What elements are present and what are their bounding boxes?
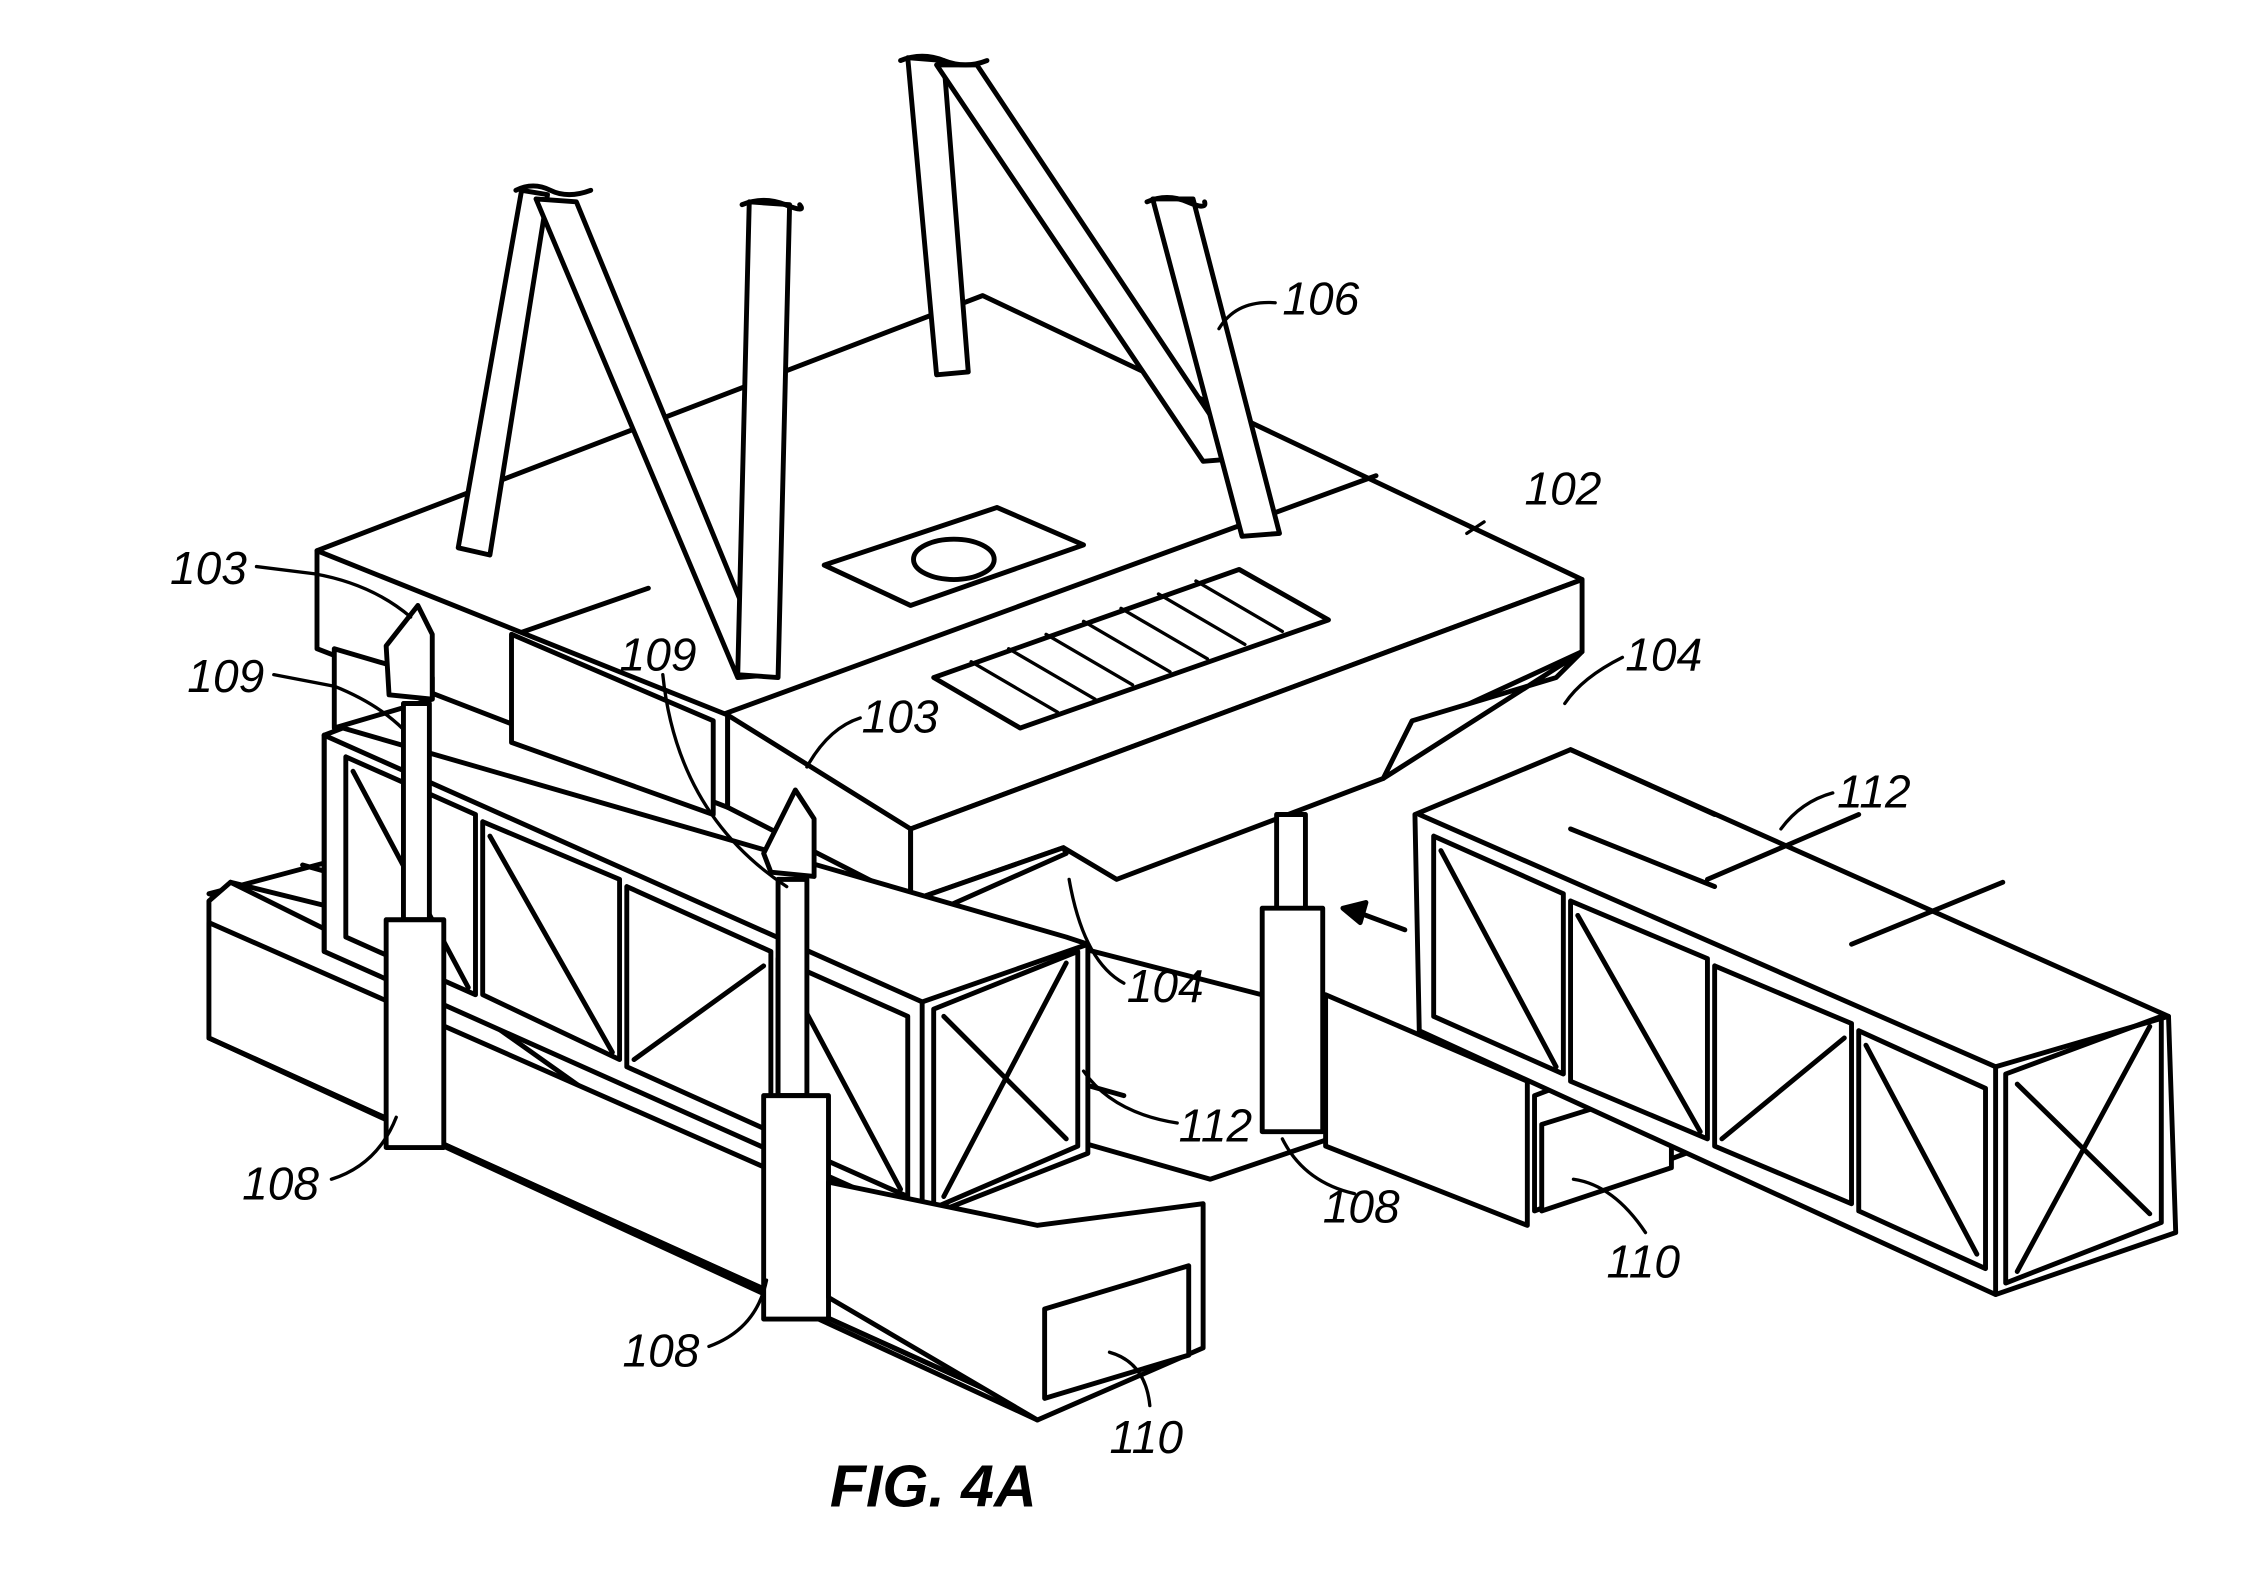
label-108-left: 108 bbox=[242, 1157, 319, 1209]
lower-box-110 bbox=[826, 1179, 1206, 1423]
right-truss bbox=[1340, 747, 2179, 1298]
jacks bbox=[383, 603, 1326, 1322]
left-truss bbox=[321, 725, 1091, 1221]
label-110-bottom: 110 bbox=[1109, 1411, 1183, 1463]
label-103-center: 103 bbox=[862, 690, 939, 742]
label-109-center: 109 bbox=[620, 628, 697, 680]
figure-caption: FIG. 4A bbox=[830, 1453, 1037, 1519]
label-103-left: 103 bbox=[170, 542, 247, 594]
label-108-right: 108 bbox=[1323, 1180, 1400, 1232]
label-112-right: 112 bbox=[1837, 765, 1910, 817]
label-106: 106 bbox=[1282, 272, 1359, 324]
reference-labels: 103 109 109 103 106 102 104 112 104 112 … bbox=[170, 272, 1911, 1463]
label-102: 102 bbox=[1524, 463, 1601, 515]
label-104-right: 104 bbox=[1625, 628, 1702, 680]
leader-lines bbox=[254, 300, 1835, 1408]
label-112-left: 112 bbox=[1179, 1100, 1252, 1152]
legs-106 bbox=[455, 53, 1282, 681]
label-109-left: 109 bbox=[187, 650, 264, 702]
label-104-center: 104 bbox=[1127, 960, 1204, 1012]
label-110-right: 110 bbox=[1607, 1235, 1681, 1287]
label-108-center: 108 bbox=[622, 1325, 699, 1377]
